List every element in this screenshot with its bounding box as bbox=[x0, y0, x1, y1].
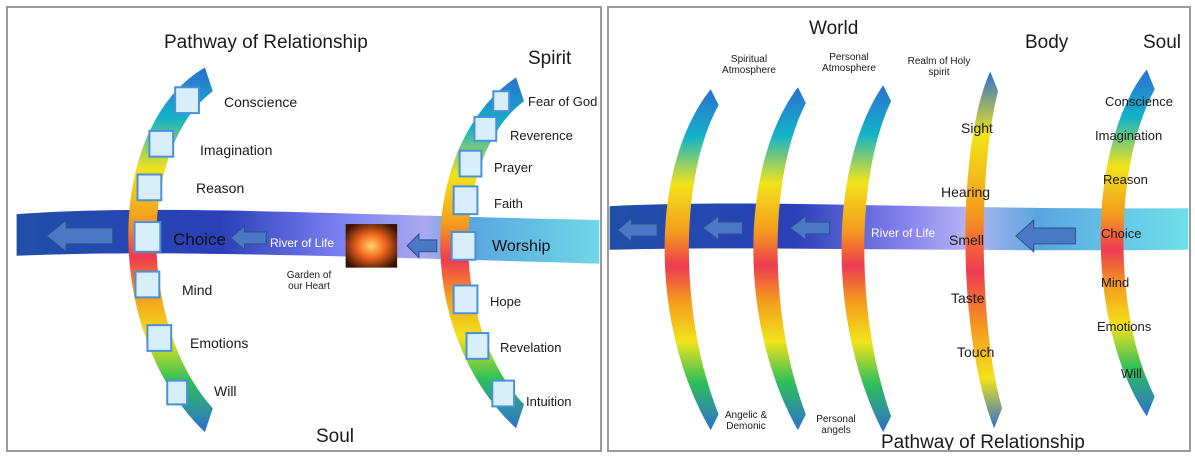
spirit-item-hope: Hope bbox=[490, 294, 522, 309]
sense-taste: Taste bbox=[951, 290, 985, 306]
right-diagram-graphics bbox=[609, 69, 1189, 433]
soul-item-reason: Reason bbox=[196, 180, 245, 196]
spirit-item-faith: Faith bbox=[494, 196, 523, 211]
spirit-item-intuition: Intuition bbox=[526, 394, 572, 409]
right-diagram-panel: World Body Soul Pathway of Relationship … bbox=[607, 6, 1191, 452]
right-soul-item-will: Will bbox=[1121, 366, 1142, 381]
personal-atmosphere-label: Personal Atmosphere bbox=[822, 52, 876, 74]
holy-spirit-arc bbox=[841, 85, 892, 433]
right-soul-item-choice: Choice bbox=[1101, 226, 1142, 241]
spirit-item-fear-of-god: Fear of God bbox=[528, 94, 598, 109]
sense-touch: Touch bbox=[957, 344, 995, 360]
spirit-item-boxes bbox=[450, 90, 516, 408]
personal-atmosphere-arc bbox=[753, 87, 806, 431]
right-soul-item-conscience: Conscience bbox=[1105, 94, 1173, 109]
right-soul-item-reason: Reason bbox=[1103, 172, 1148, 187]
realm-of-holy-spirit-label: Realm of Holy spirit bbox=[907, 56, 971, 78]
spirit-item-worship: Worship bbox=[492, 238, 551, 255]
personal-angels-label: Personal angels bbox=[816, 414, 856, 436]
heart-image bbox=[345, 224, 398, 268]
right-soul-item-imagination: Imagination bbox=[1095, 128, 1163, 143]
spirit-heading: Spirit bbox=[528, 48, 572, 69]
soul-arc-right bbox=[1100, 69, 1155, 417]
spirit-item-prayer: Prayer bbox=[494, 160, 533, 175]
left-river-label: River of Life bbox=[270, 236, 335, 250]
body-heading: Body bbox=[1025, 32, 1069, 53]
left-diagram-graphics bbox=[16, 67, 600, 433]
right-river-label: River of Life bbox=[871, 226, 936, 240]
sense-hearing: Hearing bbox=[941, 184, 991, 200]
soul-heading: Soul bbox=[316, 426, 355, 447]
soul-item-emotions: Emotions bbox=[190, 335, 249, 351]
soul-item-will: Will bbox=[214, 383, 237, 399]
world-heading: World bbox=[809, 18, 859, 39]
right-footer-title: Pathway of Relationship bbox=[881, 432, 1085, 452]
river-arrows bbox=[616, 215, 1076, 253]
sense-smell: Smell bbox=[949, 232, 985, 248]
soul-item-imagination: Imagination bbox=[200, 142, 273, 158]
soul-item-choice: Choice bbox=[173, 230, 226, 249]
right-soul-item-mind: Mind bbox=[1101, 275, 1130, 290]
spiritual-atmosphere-label: Spiritual Atmosphere bbox=[722, 54, 776, 76]
spiritual-atmosphere-arc bbox=[664, 89, 719, 431]
heart-caption: Garden of our Heart bbox=[286, 270, 332, 292]
spirit-item-reverence: Reverence bbox=[510, 128, 573, 143]
soul-heading-right: Soul bbox=[1143, 32, 1182, 53]
soul-item-conscience: Conscience bbox=[224, 94, 298, 110]
right-soul-item-emotions: Emotions bbox=[1097, 319, 1152, 334]
left-title: Pathway of Relationship bbox=[164, 32, 368, 53]
body-arc bbox=[965, 71, 1003, 429]
soul-item-mind: Mind bbox=[182, 282, 213, 298]
left-diagram-panel: Pathway of Relationship Spirit Soul Cons… bbox=[6, 6, 602, 452]
spirit-item-revelation: Revelation bbox=[500, 340, 562, 355]
river-arrows bbox=[45, 219, 438, 259]
sense-sight: Sight bbox=[961, 120, 993, 136]
angelic-demonic-label: Angelic & Demonic bbox=[724, 410, 768, 432]
soul-item-boxes bbox=[133, 86, 200, 406]
